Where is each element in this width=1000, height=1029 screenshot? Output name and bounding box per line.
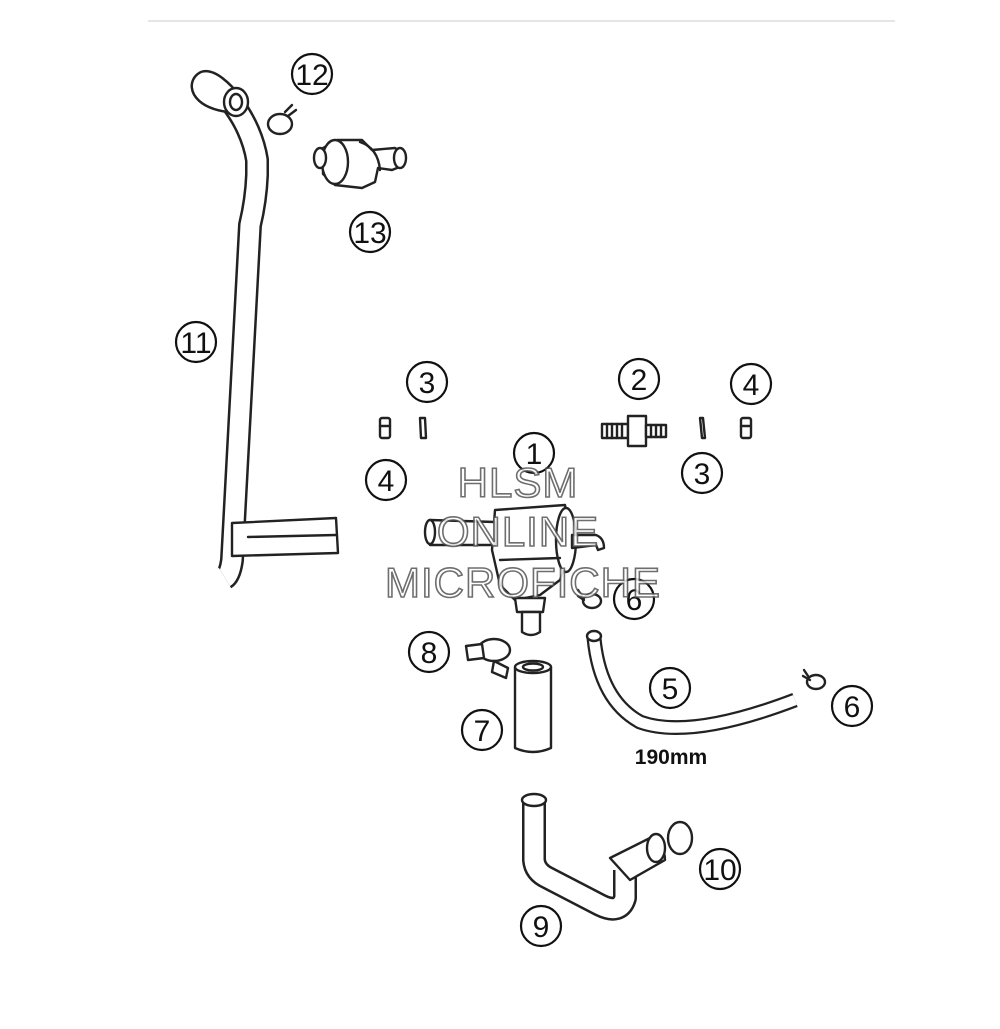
svg-text:12: 12 <box>295 59 328 92</box>
callout-1: 1 <box>512 431 556 475</box>
svg-text:3: 3 <box>694 458 711 491</box>
part-11-hose <box>190 70 340 589</box>
callout-3-right: 3 <box>680 451 724 495</box>
part-8-clamp <box>464 637 512 680</box>
watermark: HLSM ONLINE MICROFICHE <box>384 458 661 607</box>
dimension-label: 190mm <box>635 746 707 769</box>
callout-4-right: 4 <box>729 362 773 406</box>
svg-text:1: 1 <box>526 438 543 471</box>
callout-6-lower: 6 <box>830 684 874 728</box>
svg-text:5: 5 <box>662 673 679 706</box>
svg-text:9: 9 <box>533 911 550 944</box>
svg-text:4: 4 <box>743 369 760 402</box>
callout-10: 10 <box>698 847 742 891</box>
part-12-clamp <box>266 103 298 136</box>
part-10-oring <box>666 820 694 856</box>
part-5-hose <box>585 629 798 736</box>
part-13-elbow <box>312 138 408 190</box>
callout-12: 12 <box>290 52 334 96</box>
svg-text:11: 11 <box>180 327 211 360</box>
svg-text:6: 6 <box>626 584 643 617</box>
part-3-pin-left <box>418 416 428 440</box>
part-3-pin-right <box>698 416 707 440</box>
svg-text:6: 6 <box>844 691 861 724</box>
part-2-stud <box>600 414 668 448</box>
callout-9: 9 <box>519 904 563 948</box>
part-1-valve <box>423 503 606 637</box>
svg-text:10: 10 <box>703 854 736 887</box>
callout-13: 13 <box>348 210 392 254</box>
callout-7: 7 <box>460 708 504 752</box>
part-6-clamp-lower <box>801 668 827 691</box>
callout-4-left: 4 <box>364 458 408 502</box>
callout-5: 5 <box>648 666 692 710</box>
watermark-line-3: MICROFICHE <box>385 559 661 606</box>
svg-text:7: 7 <box>474 715 491 748</box>
callout-3-left: 3 <box>405 360 449 404</box>
callout-6-upper: 6 <box>612 577 656 621</box>
part-7-hose <box>513 659 553 754</box>
svg-text:8: 8 <box>421 637 438 670</box>
svg-text:13: 13 <box>353 217 386 250</box>
part-9-pipe <box>520 792 667 921</box>
svg-text:2: 2 <box>631 364 648 397</box>
callout-8: 8 <box>407 630 451 674</box>
svg-text:4: 4 <box>378 465 395 498</box>
part-6-clamp-upper <box>576 588 603 610</box>
part-4-nut-right <box>739 416 753 440</box>
callout-11: 11 <box>174 320 218 364</box>
watermark-line-1: HLSM <box>458 459 579 506</box>
svg-text:3: 3 <box>419 367 436 400</box>
part-4-nut-left <box>378 416 392 440</box>
watermark-line-2: ONLINE <box>437 508 599 555</box>
callout-2: 2 <box>617 357 661 401</box>
